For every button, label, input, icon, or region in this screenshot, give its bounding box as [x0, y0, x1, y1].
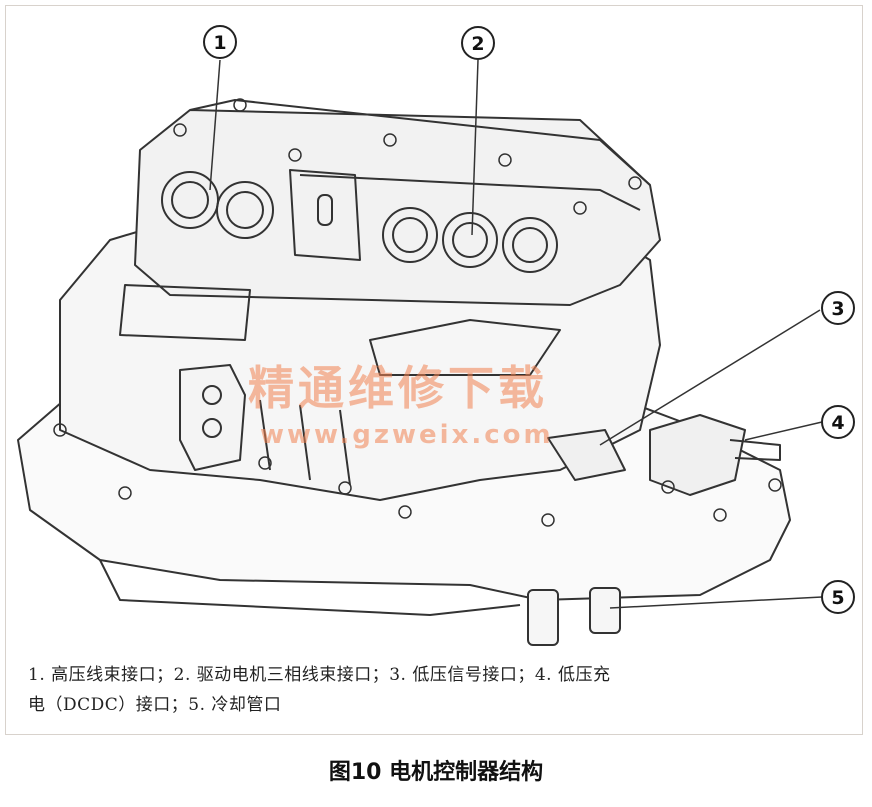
leader-lines [209, 59, 823, 609]
top-block [134, 109, 661, 306]
motor-controller-drawing: 1 2 3 4 5 [17, 25, 855, 646]
cooling-pipes [527, 587, 621, 646]
figure-caption: 1. 高压线束接口；2. 驱动电机三相线束接口；3. 低压信号接口；4. 低压充… [28, 660, 848, 720]
callout-4-circle [821, 405, 855, 439]
label-panel-right [369, 319, 561, 376]
callout-2-circle [461, 26, 495, 60]
bolts [53, 98, 782, 527]
callout-3-circle [821, 291, 855, 325]
callout-circles [203, 25, 855, 614]
caption-line-1: 1. 高压线束接口；2. 驱动电机三相线束接口；3. 低压信号接口；4. 低压充 [28, 665, 611, 685]
callout-2-label: 2 [471, 33, 484, 55]
callout-4-label: 4 [831, 412, 844, 434]
watermark-cn: 精通维修下载 [248, 361, 548, 415]
side-inlet-block [179, 364, 246, 471]
label-panel-left [119, 284, 251, 341]
lv-signal-connector [547, 429, 626, 481]
callout-3-label: 3 [831, 298, 844, 320]
figure-title: 图10 电机控制器结构 [328, 760, 544, 785]
callout-5-circle [821, 580, 855, 614]
base-lower-edge [99, 559, 521, 616]
callout-1-label: 1 [213, 32, 226, 54]
three-phase-ports [382, 207, 558, 273]
watermark-url: www.gzweix.com [260, 420, 554, 450]
center-bracket [289, 169, 361, 261]
hv-connector-ports [161, 171, 274, 239]
top-lid [189, 99, 651, 186]
callout-1-circle [203, 25, 237, 59]
callout-5-label: 5 [831, 587, 844, 609]
dcdc-connector [649, 414, 746, 496]
caption-line-2: 电（DCDC）接口；5. 冷却管口 [28, 695, 282, 715]
